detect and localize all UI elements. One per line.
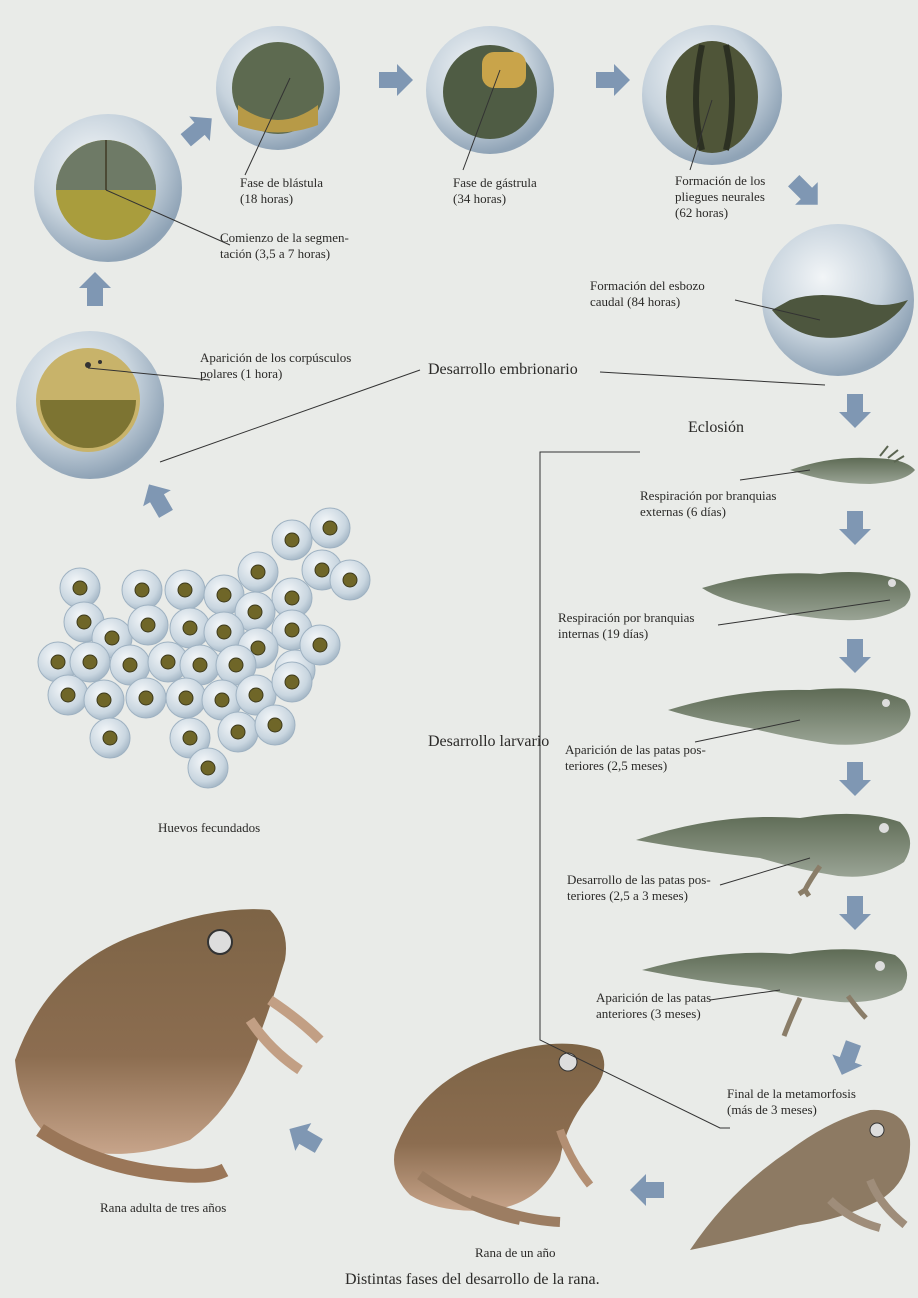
label-metamorphosis-end: Final de la metamorfosis (más de 3 meses…	[727, 1086, 856, 1118]
label-gastrula: Fase de gástrula (34 horas)	[453, 175, 537, 207]
figure-caption: Distintas fases del desarrollo de la ran…	[345, 1272, 600, 1288]
label-embryonic-development: Desarrollo embrionario	[428, 360, 578, 380]
label-front-legs-appear: Aparición de las patas anteriores (3 mes…	[596, 990, 711, 1022]
label-one-year-frog: Rana de un año	[475, 1245, 556, 1261]
label-external-gills: Respiración por branquias externas (6 dí…	[640, 488, 776, 520]
label-internal-gills: Respiración por branquias internas (19 d…	[558, 610, 694, 642]
label-polar-bodies: Aparición de los corpúsculos polares (1 …	[200, 350, 351, 382]
label-segmentation: Comienzo de la segmen- tación (3,5 a 7 h…	[220, 230, 349, 262]
label-caudal-bud: Formación del esbozo caudal (84 horas)	[590, 278, 705, 310]
label-larval-development: Desarrollo larvario	[428, 732, 549, 752]
label-adult-frog: Rana adulta de tres años	[100, 1200, 226, 1216]
label-hatching: Eclosión	[688, 418, 744, 438]
label-blastula: Fase de blástula (18 horas)	[240, 175, 323, 207]
label-neural-folds: Formación de los pliegues neurales (62 h…	[675, 173, 765, 221]
label-hind-legs-appear: Aparición de las patas pos- teriores (2,…	[565, 742, 706, 774]
label-fertilized-eggs: Huevos fecundados	[158, 820, 260, 836]
label-hind-legs-develop: Desarrollo de las patas pos- teriores (2…	[567, 872, 711, 904]
